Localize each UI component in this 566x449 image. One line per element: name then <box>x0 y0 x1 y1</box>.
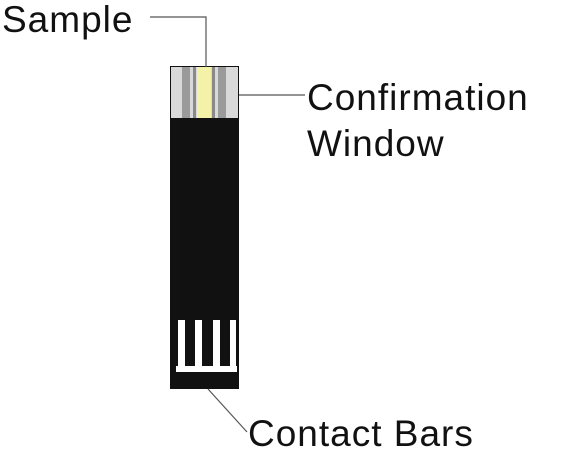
contact-bar <box>195 320 202 366</box>
test-strip <box>170 66 239 389</box>
contact-bars-leader-line <box>207 388 248 433</box>
confirmation-window-label-line1: Confirmation <box>307 77 529 118</box>
contact-bars <box>176 320 237 372</box>
contact-bar <box>230 320 236 366</box>
contact-bar <box>178 320 185 366</box>
window-stripe-inner-right <box>212 67 215 118</box>
sample-channel <box>197 67 211 118</box>
contact-crossbar <box>176 366 237 372</box>
contact-bar <box>213 320 220 366</box>
window-stripe-left <box>182 67 190 118</box>
contact-bars-label: Contact Bars <box>248 413 474 449</box>
sample-label: Sample <box>2 0 133 40</box>
confirmation-window <box>171 67 238 118</box>
confirmation-window-label-line2: Window <box>307 123 445 164</box>
window-stripe-right <box>218 67 226 118</box>
sample-leader-line <box>150 16 207 67</box>
window-stripe-inner-left <box>193 67 196 118</box>
